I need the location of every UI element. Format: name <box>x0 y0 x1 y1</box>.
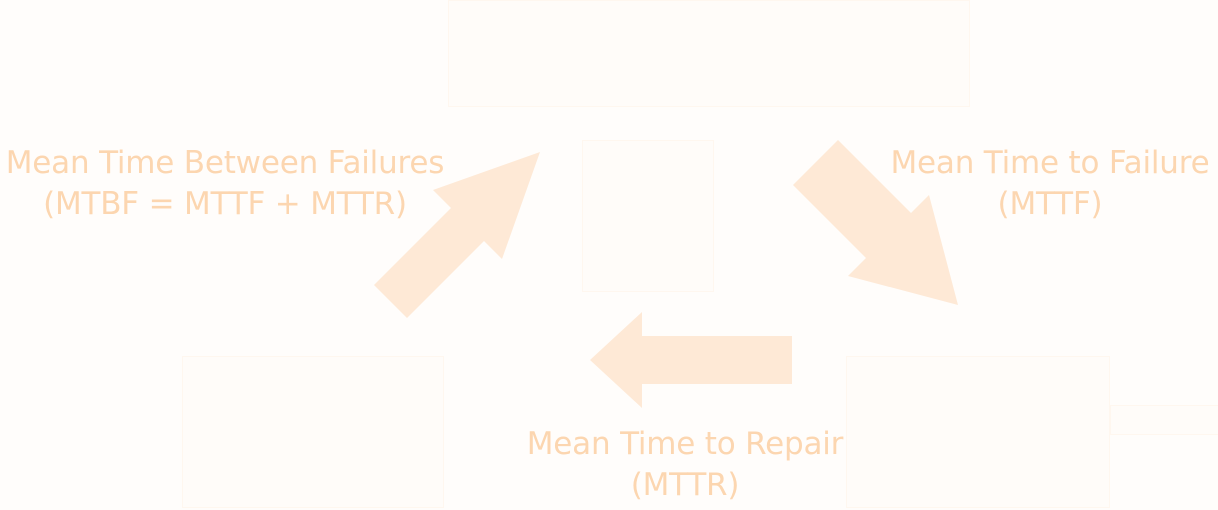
mttf-label-line2: (MTTF) <box>997 186 1103 222</box>
right-side-tab <box>1110 405 1218 435</box>
mttf-arrow <box>793 140 958 305</box>
mttf-label: Mean Time to Failure (MTTF) <box>890 143 1210 225</box>
mtbf-label: Mean Time Between Failures (MTBF = MTTF … <box>0 143 450 225</box>
top-stage-box <box>448 0 970 107</box>
mtbf-label-line1: Mean Time Between Failures <box>5 145 445 181</box>
mttf-label-line1: Mean Time to Failure <box>890 145 1210 181</box>
right-stage-box <box>846 356 1110 508</box>
center-panel-box <box>582 140 714 292</box>
mttr-label-line2: (MTTR) <box>630 467 740 503</box>
mttr-label-line1: Mean Time to Repair <box>526 426 844 462</box>
left-stage-box <box>182 356 444 508</box>
mtbf-label-line2: (MTBF = MTTF + MTTR) <box>43 186 407 222</box>
mtbf-arrow <box>374 152 540 318</box>
mttr-label: Mean Time to Repair (MTTR) <box>520 424 850 506</box>
mttr-arrow <box>590 312 792 408</box>
